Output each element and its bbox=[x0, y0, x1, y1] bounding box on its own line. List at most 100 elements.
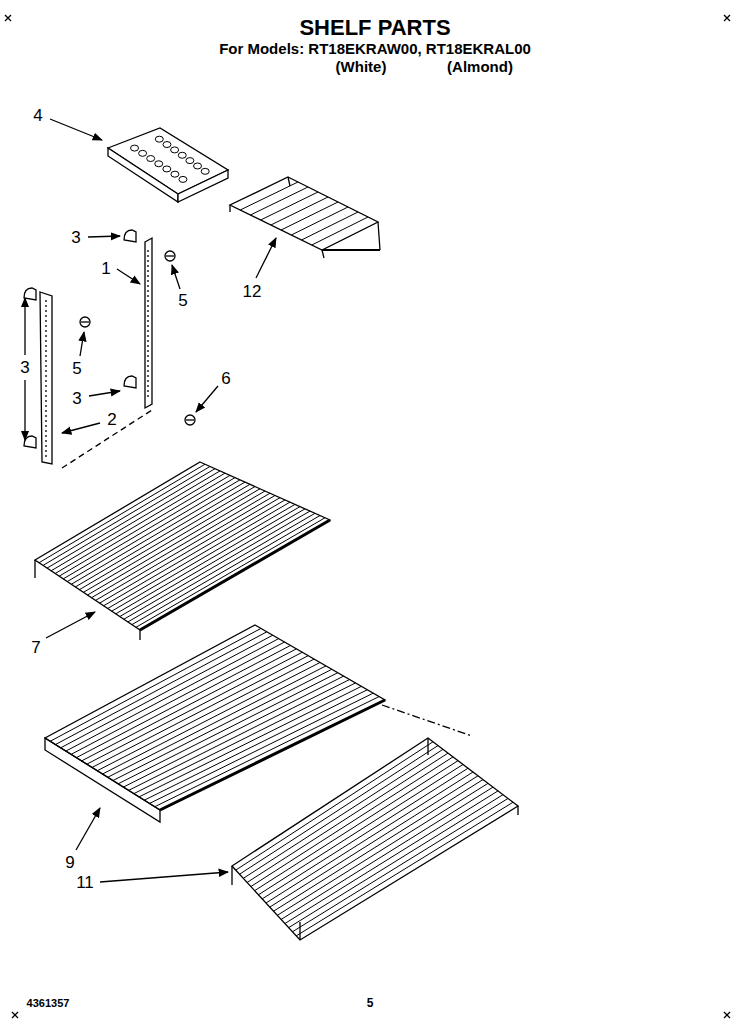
ice-cup bbox=[163, 166, 171, 172]
callout-number: 3 bbox=[71, 229, 80, 246]
wire-rib bbox=[104, 500, 285, 606]
wire-rib bbox=[113, 669, 332, 780]
wire-rib bbox=[96, 495, 275, 600]
wire-rib bbox=[97, 659, 314, 771]
wire-rib bbox=[71, 642, 284, 754]
wire-rib bbox=[50, 628, 261, 741]
wire-rib bbox=[281, 787, 493, 919]
wire-rib bbox=[296, 802, 513, 936]
wire-rib bbox=[247, 753, 448, 882]
callout-number: 7 bbox=[31, 639, 40, 656]
wire-rib bbox=[108, 502, 290, 608]
ice-cup bbox=[201, 168, 209, 174]
shelf-rail bbox=[40, 292, 52, 464]
wire-rib bbox=[144, 690, 367, 800]
wire-rib bbox=[270, 776, 478, 907]
ice-cup bbox=[178, 152, 186, 158]
callout-number: 4 bbox=[33, 107, 42, 124]
wire-rib bbox=[240, 746, 438, 875]
wire-rib bbox=[55, 632, 266, 745]
wire-rib bbox=[103, 663, 321, 775]
wire-rib bbox=[51, 471, 220, 571]
wire-rib bbox=[136, 518, 325, 628]
callout-number: 6 bbox=[221, 370, 230, 387]
callout-number: 11 bbox=[76, 874, 94, 891]
ice-tray bbox=[108, 128, 228, 202]
ice-cup bbox=[131, 145, 139, 151]
callout-number: 3 bbox=[20, 359, 29, 376]
wire-rib bbox=[285, 791, 498, 924]
wire-rib bbox=[108, 666, 326, 777]
ice-cup bbox=[163, 142, 171, 148]
wire-rib bbox=[292, 798, 508, 931]
wire-rib bbox=[139, 686, 361, 797]
wire-rib bbox=[100, 498, 280, 603]
ice-cup bbox=[139, 150, 147, 156]
ice-cup bbox=[147, 156, 155, 162]
ice-cup bbox=[186, 158, 194, 164]
wire-rib bbox=[150, 693, 374, 803]
wire-rib bbox=[55, 473, 225, 573]
color-note: (White) bbox=[336, 59, 387, 74]
wire-rib bbox=[61, 635, 273, 748]
wire-rib bbox=[289, 795, 503, 928]
wire-rib bbox=[134, 683, 356, 794]
wire-rib bbox=[312, 217, 368, 245]
wire-rib bbox=[112, 504, 295, 611]
wire-rib bbox=[66, 639, 279, 751]
wire-rib bbox=[123, 676, 343, 787]
callout-number: 2 bbox=[107, 411, 116, 428]
wire-rib bbox=[92, 656, 308, 768]
wire-rib bbox=[255, 761, 458, 891]
callout-number: 5 bbox=[72, 360, 81, 377]
ice-cup bbox=[179, 176, 187, 182]
wire-rib bbox=[116, 507, 300, 614]
wire-shelf bbox=[35, 462, 330, 640]
wire-rib bbox=[39, 464, 205, 562]
wire-rib bbox=[92, 493, 270, 597]
page-title: SHELF PARTS bbox=[299, 17, 450, 39]
shelf-rail bbox=[145, 238, 152, 408]
wire-rib bbox=[47, 469, 215, 568]
wire-rib bbox=[266, 772, 473, 903]
wire-rib bbox=[124, 511, 310, 619]
wire-rib bbox=[128, 513, 315, 622]
wire-rib bbox=[87, 652, 302, 764]
wire-rib bbox=[243, 749, 443, 878]
wire-basket bbox=[232, 738, 518, 940]
color-note: (Almond) bbox=[447, 59, 513, 74]
ice-cup bbox=[155, 161, 163, 167]
callout-number: 9 bbox=[65, 854, 74, 871]
wire-rib bbox=[76, 645, 290, 757]
ice-cup bbox=[171, 171, 179, 177]
page-number: 5 bbox=[367, 997, 374, 1009]
wire-rib bbox=[251, 757, 453, 887]
document-number: 4361357 bbox=[27, 998, 70, 1009]
callout-number: 5 bbox=[178, 292, 187, 309]
callout-number: 12 bbox=[243, 283, 262, 300]
wire-rib bbox=[43, 466, 210, 565]
ice-cup bbox=[171, 147, 179, 153]
ice-cup bbox=[155, 136, 163, 142]
wire-rib bbox=[258, 764, 463, 894]
wire-rib bbox=[277, 783, 488, 915]
wire-rib bbox=[129, 680, 350, 791]
model-line: For Models: RT18EKRAW00, RT18EKRAL00 bbox=[219, 41, 531, 56]
wire-rib bbox=[118, 673, 338, 784]
slide-shelf bbox=[45, 625, 385, 822]
wire-rib bbox=[155, 697, 379, 807]
wire-rib bbox=[236, 742, 433, 870]
ice-cup bbox=[194, 163, 202, 169]
wire-rib bbox=[82, 649, 297, 761]
wire-rib bbox=[274, 780, 483, 912]
wire-rib bbox=[262, 768, 468, 899]
small-wire-shelf bbox=[230, 177, 380, 258]
wire-rib bbox=[120, 509, 305, 617]
callout-number: 1 bbox=[101, 260, 110, 277]
rail-hook bbox=[24, 230, 136, 448]
callout-number: 3 bbox=[72, 390, 81, 407]
wire-rib bbox=[132, 516, 320, 625]
screw bbox=[80, 251, 195, 425]
